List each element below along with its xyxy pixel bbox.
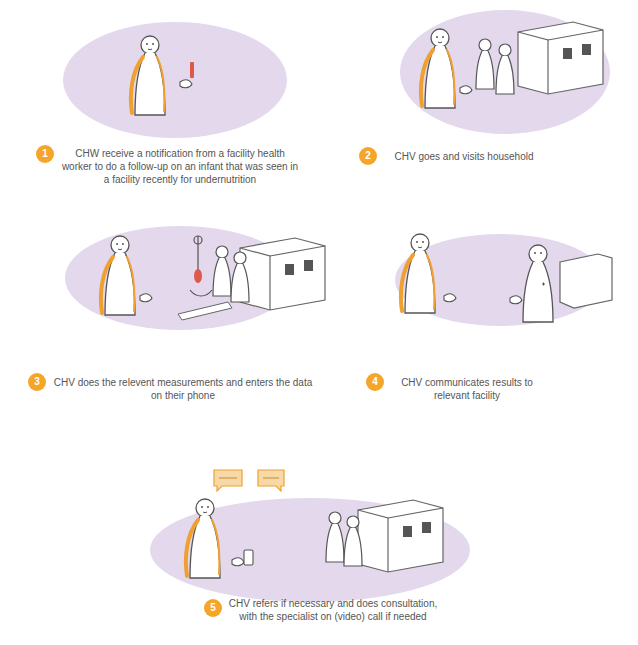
callout-number: 4 [372,377,378,387]
step-caption: CHV refers if necessary and does consult… [228,597,438,623]
callout-number: 1 [42,149,48,159]
step-number-circle: 5 [204,599,222,617]
callout-number: 3 [34,377,40,387]
callout-number: 5 [210,603,216,613]
step-number-circle: 3 [28,373,46,391]
callout-number: 2 [365,151,371,161]
step-caption: CHW receive a notification from a facili… [60,147,300,186]
step-number-circle: 2 [359,147,377,165]
step-caption: CHV goes and visits household [384,150,544,163]
step-number-circle: 4 [366,373,384,391]
step-caption: CHV does the relevent measurements and e… [52,376,314,402]
step-number-circle: 1 [36,145,54,163]
step-caption: CHV communicates results to relevant fac… [392,376,542,402]
